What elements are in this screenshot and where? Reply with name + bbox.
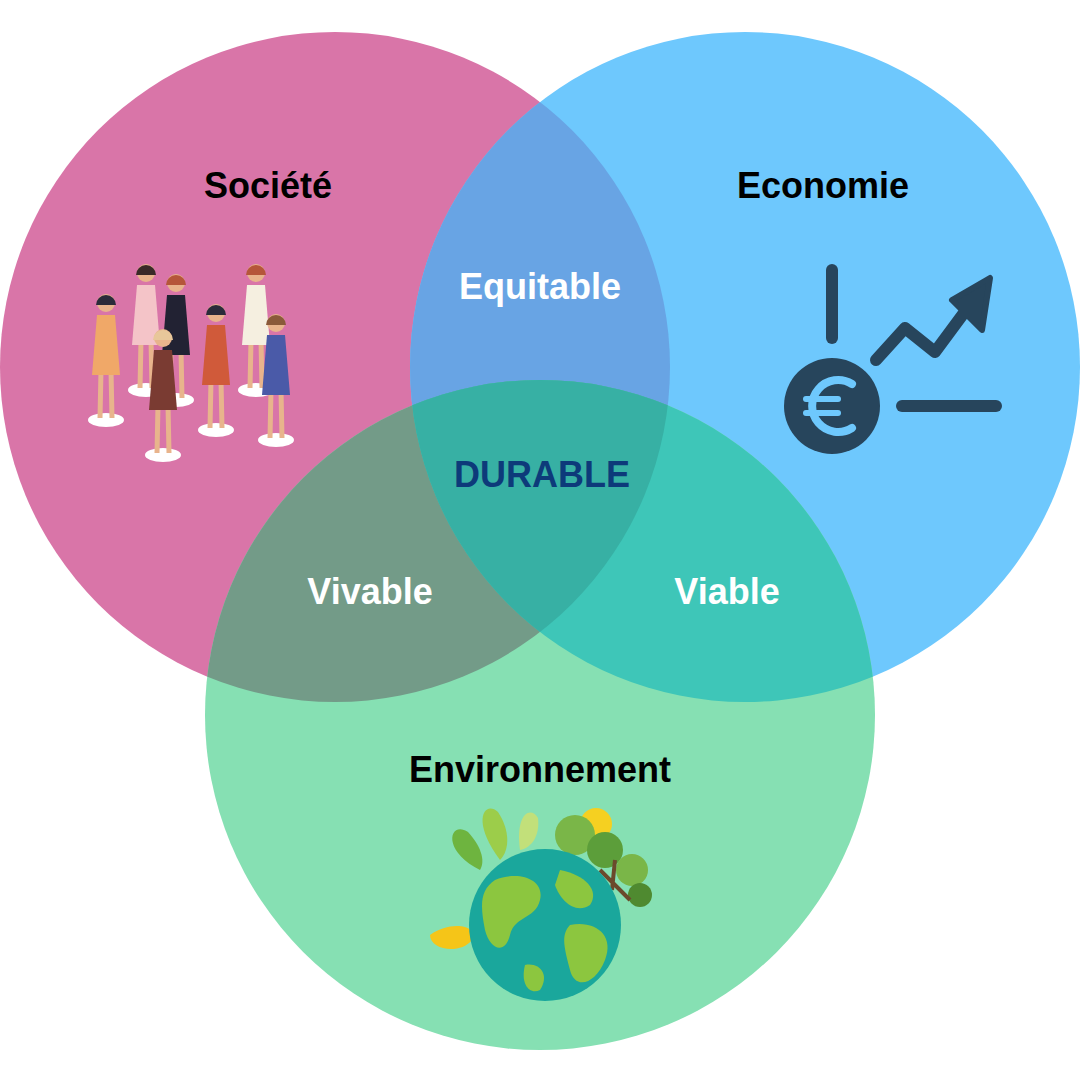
circle-title: Economie	[737, 164, 909, 207]
region-label: Viable	[674, 570, 779, 613]
vivable-region	[205, 380, 875, 1050]
people-illustration	[88, 264, 294, 462]
circle-title: Environnement	[409, 748, 671, 791]
region-label: Vivable	[307, 570, 432, 613]
durable-region	[205, 380, 875, 1050]
viable-region	[205, 380, 875, 1050]
circle-title: Société	[204, 164, 332, 207]
region-label: DURABLE	[454, 453, 630, 496]
economy-icon	[784, 270, 996, 454]
earth-illustration	[430, 808, 652, 1001]
region-label: Equitable	[459, 265, 621, 308]
